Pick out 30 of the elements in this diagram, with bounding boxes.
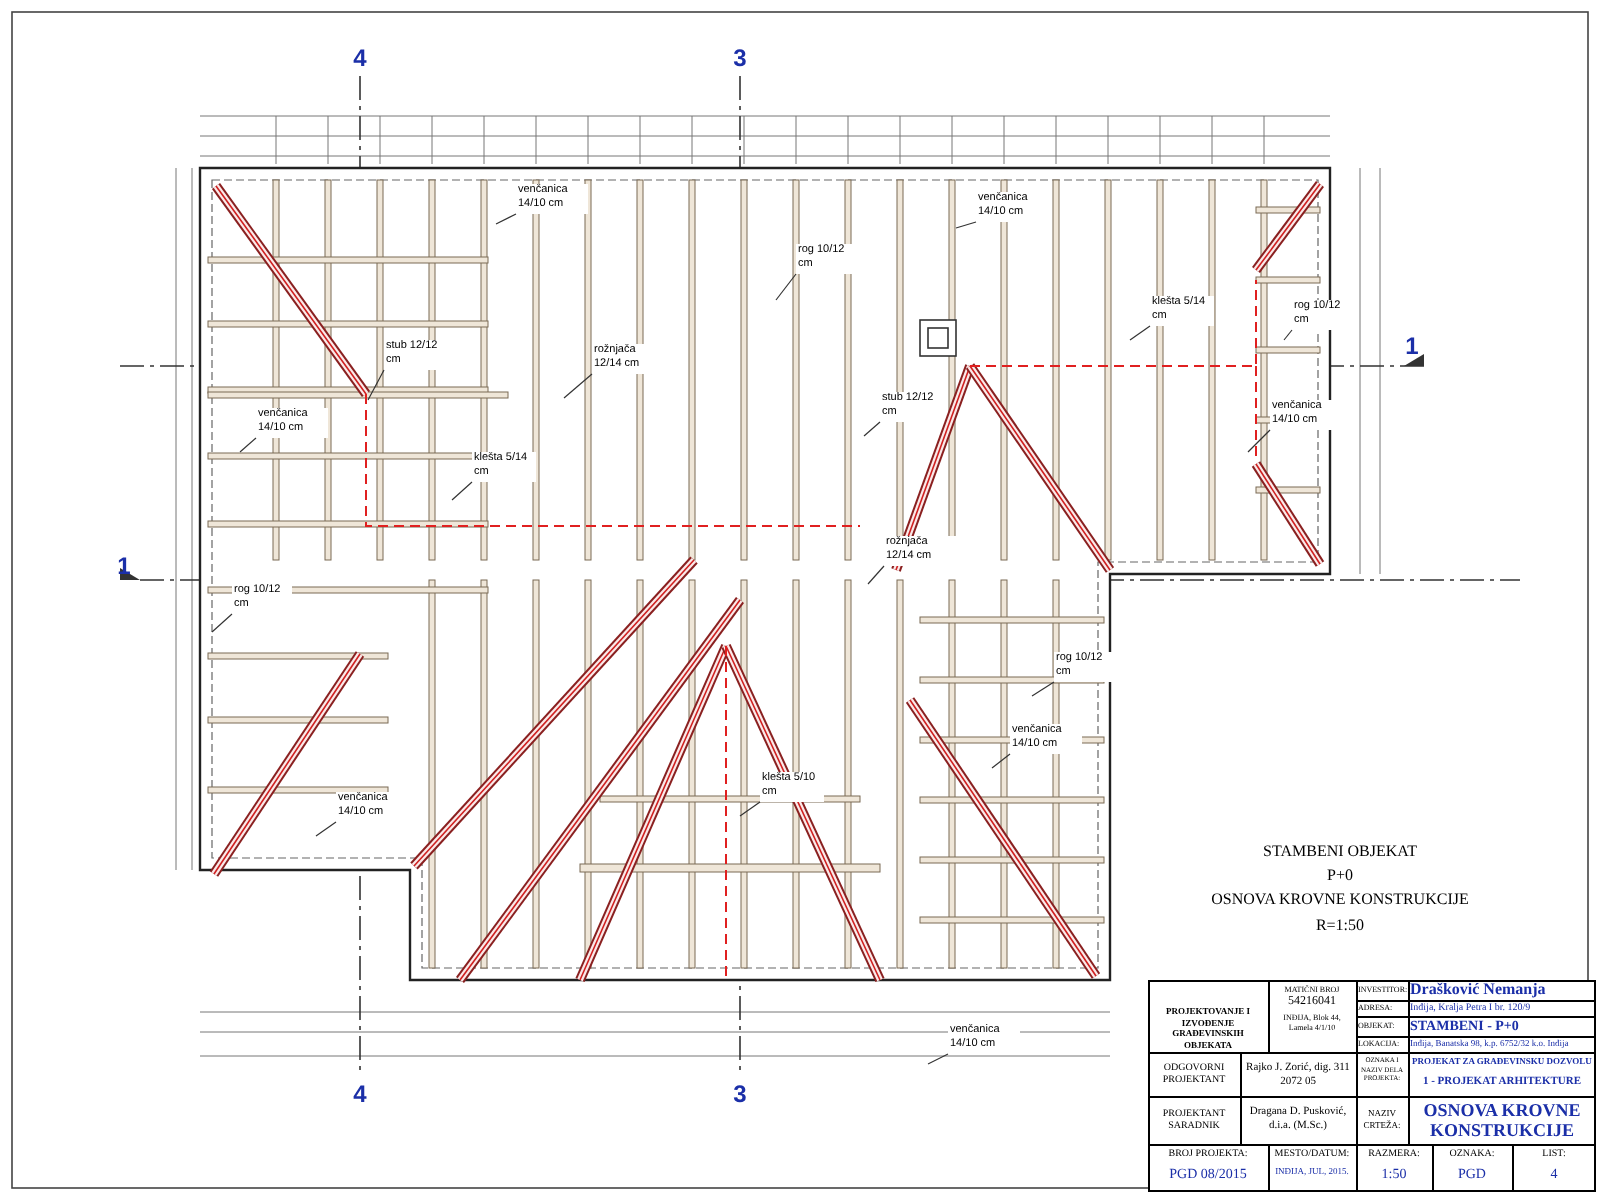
axis-label: 4 — [351, 42, 369, 76]
leader-line — [1283, 329, 1293, 341]
field-value: Drašković Nemanja — [1410, 980, 1548, 998]
leader-line — [211, 613, 233, 633]
leader-line — [315, 821, 337, 837]
leader-line — [1247, 429, 1271, 453]
drawing-title: P+0 — [1325, 864, 1355, 888]
axis-label: 3 — [731, 42, 749, 76]
leader-line — [495, 213, 517, 225]
drawing-title: STAMBENI OBJEKAT — [1261, 840, 1419, 864]
leader-line — [955, 221, 977, 229]
leader-line — [1129, 325, 1151, 341]
leader-line — [739, 801, 761, 817]
leader-line — [775, 273, 797, 301]
leader-line — [367, 369, 385, 401]
leader-line — [563, 373, 593, 399]
drawing-name: OSNOVA KROVNE KONSTRUKCIJE — [1421, 1100, 1583, 1140]
leader-line — [927, 1053, 949, 1065]
leader-line — [863, 421, 881, 437]
axis-label: 3 — [731, 1078, 749, 1112]
leader-line — [451, 481, 473, 501]
leader-line — [867, 565, 885, 585]
leader-line — [991, 753, 1011, 769]
drawing-title: OSNOVA KROVNE KONSTRUKCIJE — [1209, 888, 1471, 912]
section-label: 1 — [1403, 330, 1421, 364]
leader-line — [239, 437, 257, 453]
scale-label: R=1:50 — [1313, 914, 1367, 938]
leader-line — [1031, 681, 1055, 697]
axis-label: 4 — [351, 1078, 369, 1112]
section-label: 1 — [115, 550, 133, 584]
